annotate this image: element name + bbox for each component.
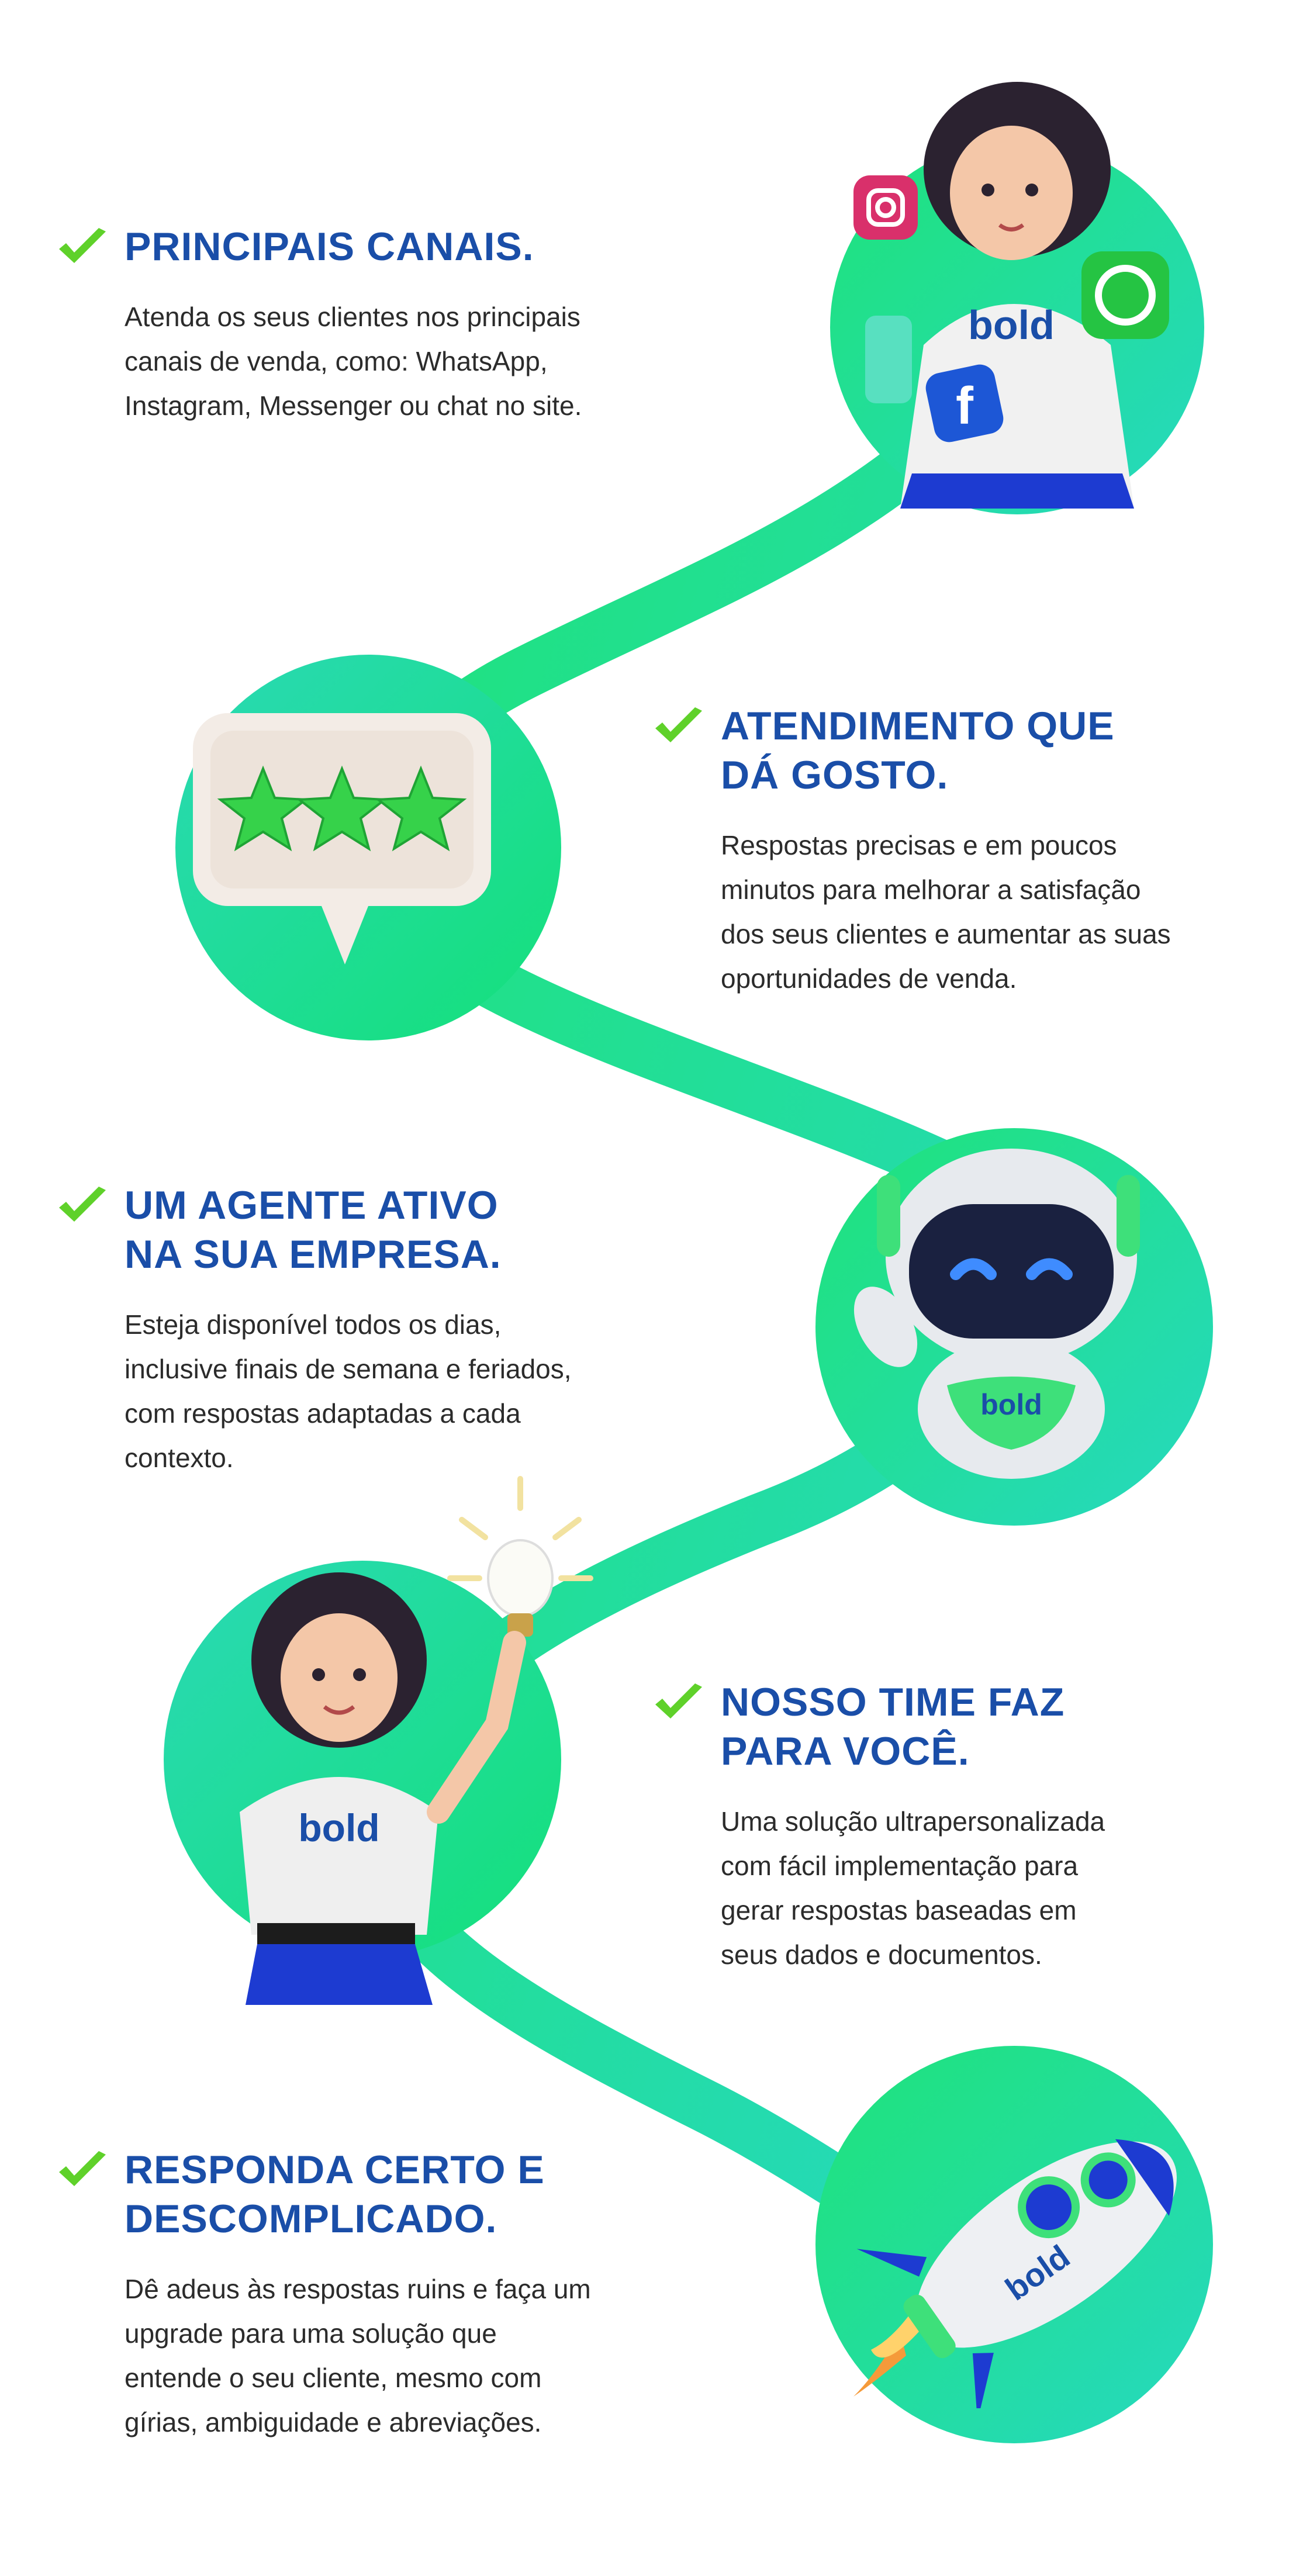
feature-description: Atenda os seus clientes nos principais c… bbox=[125, 302, 582, 421]
woman-with-phone-illustration: bold f bbox=[853, 82, 1169, 509]
svg-text:bold: bold bbox=[980, 1388, 1042, 1421]
feature-title: ATENDIMENTO QUE DÁ GOSTO. bbox=[721, 704, 1115, 797]
feature-title: PRINCIPAIS CANAIS. bbox=[125, 224, 534, 269]
check-icon bbox=[59, 228, 106, 263]
check-icon bbox=[59, 1187, 106, 1222]
star-rating-bubble-illustration bbox=[193, 713, 491, 964]
feature-description: Dê adeus às respostas ruins e faça um up… bbox=[125, 2274, 591, 2437]
svg-text:bold: bold bbox=[968, 302, 1055, 348]
feature-1: PRINCIPAIS CANAIS. Atenda os seus client… bbox=[56, 222, 582, 428]
feature-2: ATENDIMENTO QUE DÁ GOSTO. Respostas prec… bbox=[652, 701, 1171, 1001]
feature-4: NOSSO TIME FAZ PARA VOCÊ. Uma solução ul… bbox=[652, 1678, 1105, 1977]
feature-description: Respostas precisas e em poucos minutos p… bbox=[721, 830, 1171, 994]
feature-description: Uma solução ultrapersonalizada com fácil… bbox=[721, 1806, 1105, 1970]
svg-text:f: f bbox=[956, 377, 974, 435]
feature-title: NOSSO TIME FAZ PARA VOCÊ. bbox=[721, 1680, 1065, 1773]
feature-3: UM AGENTE ATIVO NA SUA EMPRESA. Esteja d… bbox=[56, 1181, 572, 1480]
check-icon bbox=[655, 707, 702, 742]
check-icon bbox=[59, 2151, 106, 2186]
feature-description: Esteja disponível todos os dias, inclusi… bbox=[125, 1309, 572, 1473]
svg-text:bold: bold bbox=[298, 1806, 379, 1849]
rocket-illustration: bold bbox=[853, 2139, 1177, 2408]
check-icon bbox=[655, 1683, 702, 1719]
robot-agent-illustration: bold bbox=[853, 1149, 1140, 1479]
woman-with-lightbulb-illustration: bold bbox=[240, 1476, 593, 2005]
feature-title: UM AGENTE ATIVO NA SUA EMPRESA. bbox=[125, 1183, 502, 1277]
feature-title: RESPONDA CERTO E DESCOMPLICADO. bbox=[125, 2148, 545, 2241]
feature-5: RESPONDA CERTO E DESCOMPLICADO. Dê adeus… bbox=[56, 2145, 591, 2444]
